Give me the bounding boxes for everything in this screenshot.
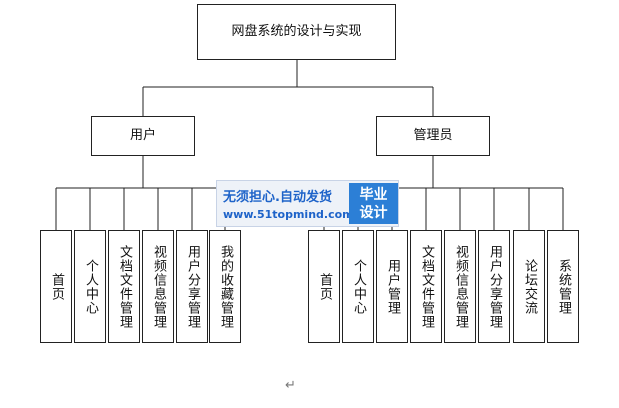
watermark-url: www.51topmind.com: [223, 208, 354, 221]
admin-leaf-videos: 视频信息管理: [444, 230, 476, 343]
role-user-node: 用户: [91, 116, 195, 156]
role-admin-node: 管理员: [376, 116, 490, 156]
return-mark-icon: ↵: [285, 378, 296, 393]
role-admin-label: 管理员: [413, 128, 453, 143]
leaf-label: 视频信息管理: [453, 244, 468, 329]
leaf-label: 文档文件管理: [419, 244, 434, 329]
leaf-label: 首页: [49, 272, 64, 301]
watermark-slogan: 无须担心.自动发货: [223, 190, 332, 205]
role-user-label: 用户: [129, 128, 156, 143]
user-leaf-documents: 文档文件管理: [108, 230, 140, 343]
watermark-badge-line1: 毕业: [359, 186, 388, 203]
admin-leaf-system: 系统管理: [547, 230, 579, 343]
watermark-badge-line2: 设计: [359, 204, 388, 221]
user-leaf-favorites: 我的收藏管理: [209, 230, 241, 343]
leaf-label: 个人中心: [351, 258, 366, 315]
admin-leaf-profile: 个人中心: [342, 230, 374, 343]
root-node: 网盘系统的设计与实现: [197, 4, 396, 60]
leaf-label: 论坛交流: [522, 258, 537, 315]
watermark-banner: 无须担心.自动发货 www.51topmind.com 毕业 设计: [216, 180, 399, 227]
admin-leaf-documents: 文档文件管理: [410, 230, 442, 343]
leaf-label: 文档文件管理: [117, 244, 132, 329]
user-leaf-videos: 视频信息管理: [142, 230, 174, 343]
watermark-badge: 毕业 设计: [349, 183, 398, 224]
admin-leaf-forum: 论坛交流: [513, 230, 545, 343]
admin-leaf-shares: 用户分享管理: [478, 230, 510, 343]
admin-leaf-home: 首页: [308, 230, 340, 343]
user-leaf-profile: 个人中心: [74, 230, 106, 343]
leaf-label: 系统管理: [556, 258, 571, 315]
admin-leaf-users: 用户管理: [376, 230, 408, 343]
user-leaf-shares: 用户分享管理: [176, 230, 208, 343]
root-label: 网盘系统的设计与实现: [231, 24, 362, 39]
leaf-label: 用户分享管理: [185, 244, 200, 329]
leaf-label: 首页: [317, 272, 332, 301]
user-leaf-home: 首页: [40, 230, 72, 343]
leaf-label: 用户分享管理: [487, 244, 502, 329]
leaf-label: 个人中心: [83, 258, 98, 315]
leaf-label: 用户管理: [385, 258, 400, 315]
leaf-label: 我的收藏管理: [218, 244, 233, 329]
leaf-label: 视频信息管理: [151, 244, 166, 329]
